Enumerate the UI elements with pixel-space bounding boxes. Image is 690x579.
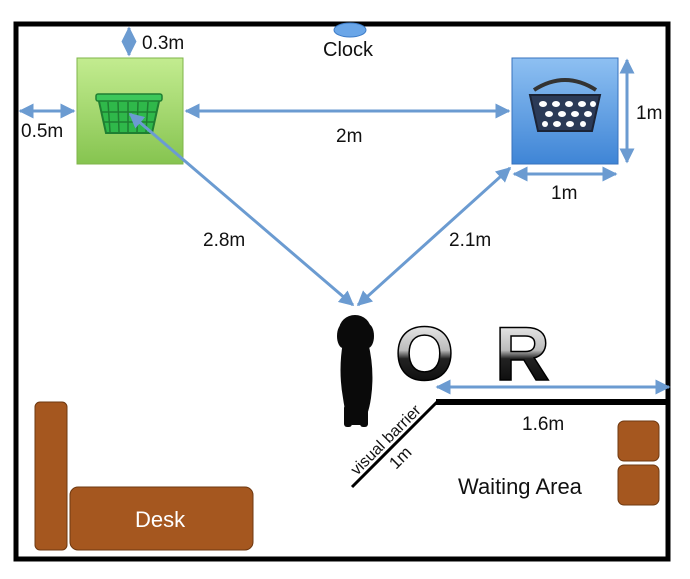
box-height-label: 1m [636, 103, 662, 124]
left-to-dog-label: 2.8m [203, 230, 245, 251]
top-gap-label: 0.3m [142, 33, 184, 54]
waiting-chair [617, 464, 660, 506]
left-gap-label: 0.5m [21, 121, 63, 142]
wall-length-label: 1.6m [522, 414, 564, 435]
dog-icon [337, 315, 374, 427]
measurement-arrows [18, 26, 671, 395]
visual-barrier [350, 400, 439, 489]
clock-icon [333, 22, 367, 38]
right-to-dog-label: 2.1m [449, 230, 491, 251]
desk-label: Desk [135, 507, 186, 532]
basket-icon [95, 93, 163, 134]
clock-label: Clock [323, 39, 374, 61]
desk-side [34, 401, 68, 551]
left-to-dog-arrow [128, 112, 355, 307]
between-boxes-label: 2m [336, 126, 362, 147]
right-to-dog-arrow [356, 166, 512, 307]
letter-o: O [395, 312, 454, 397]
waiting-area-label: Waiting Area [458, 474, 583, 499]
desk [69, 486, 254, 551]
box-width-label: 1m [551, 183, 577, 204]
basket-icon [528, 78, 602, 132]
waiting-chair [617, 420, 660, 462]
letter-r: R [495, 312, 550, 397]
